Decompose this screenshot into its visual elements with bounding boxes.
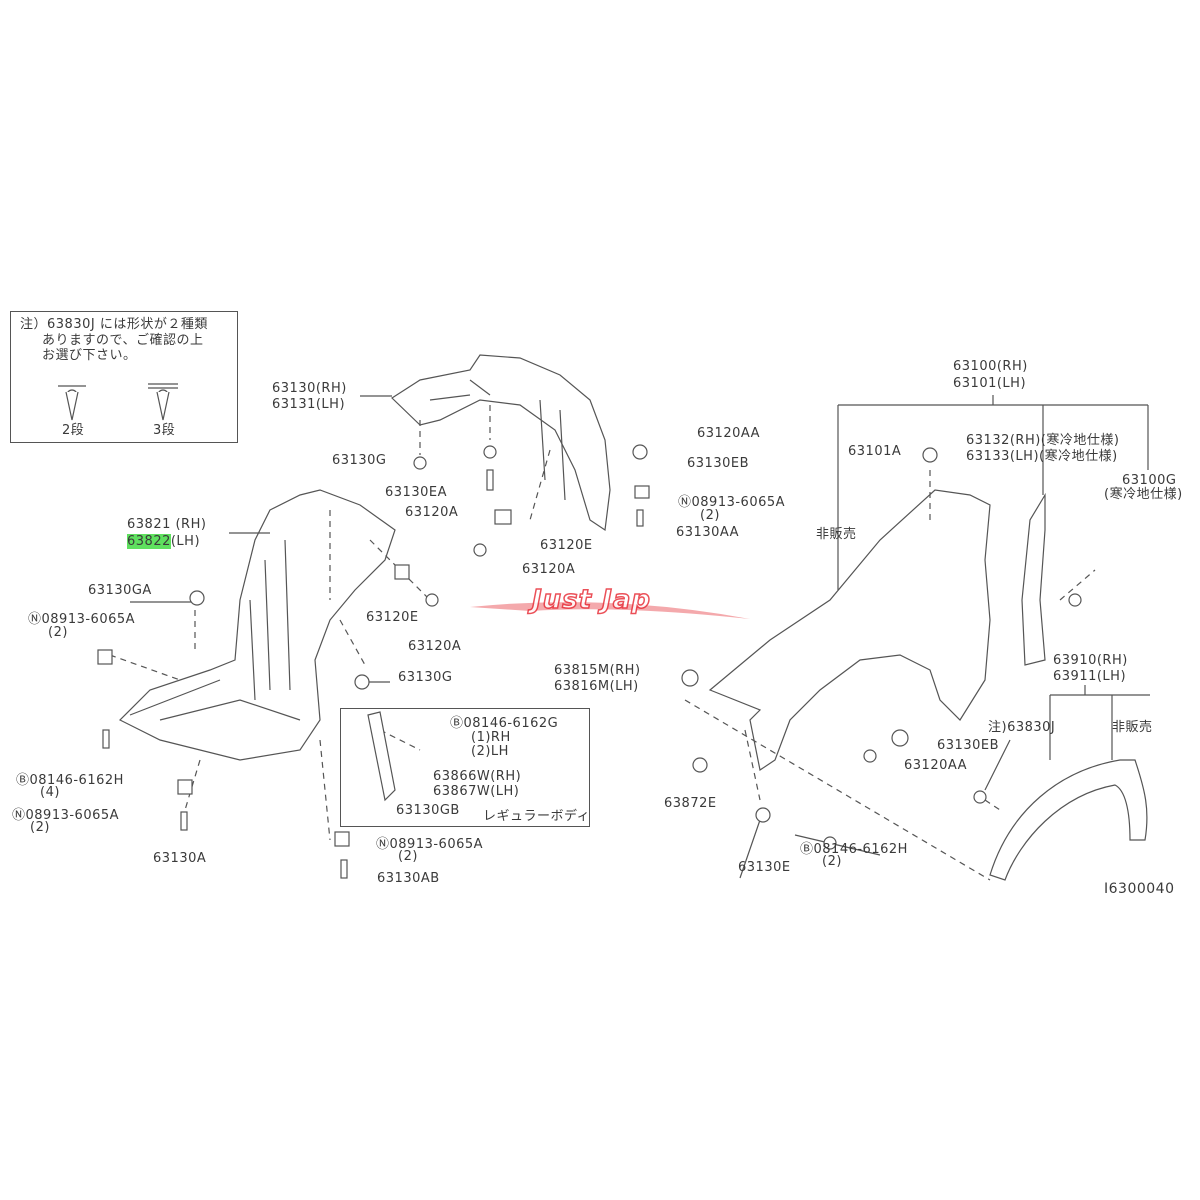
part-label: 63133(LH)(寒冷地仕様)	[966, 449, 1118, 464]
part-label: 63130GA	[88, 583, 152, 598]
clip-2-stage-label: 2段	[62, 423, 85, 438]
part-label: 63866W(RH)	[433, 769, 522, 784]
part-label: 63120AA	[904, 758, 968, 773]
part-label: 63120A	[408, 639, 462, 654]
part-label: 63100(RH)	[953, 359, 1028, 374]
part-label: 63131(LH)	[272, 397, 346, 412]
part-label: 注)63830J	[988, 720, 1056, 735]
part-label: 63130AA	[676, 525, 740, 540]
part-label: 63130A	[153, 851, 207, 866]
part-label: Ⓝ08913-6065A	[12, 808, 120, 823]
part-label: 63815M(RH)	[554, 663, 641, 678]
highlighted-part-number: 63822	[127, 534, 171, 549]
part-label: 63101A	[848, 444, 902, 459]
part-label: 63132(RH)(寒冷地仕様)	[966, 433, 1120, 448]
rear-liner-part	[391, 354, 611, 532]
seal-part	[1021, 492, 1046, 666]
part-qty: (2)	[48, 625, 68, 640]
part-label: 63130AB	[377, 871, 440, 886]
part-label: 63120E	[366, 610, 419, 625]
leader-lines	[130, 395, 1150, 879]
part-label: Ⓝ08913-6065A	[678, 495, 786, 510]
part-label: 63120E	[540, 538, 593, 553]
note-line-3: お選び下さい。	[42, 348, 137, 363]
not-for-sale-label: 非販売	[816, 527, 857, 542]
diagram-id: I6300040	[1104, 881, 1175, 897]
part-label: 63911(LH)	[1053, 669, 1127, 684]
part-label: 63867W(LH)	[433, 784, 520, 799]
part-label: 63100G	[1122, 473, 1177, 488]
front-liner-detail	[129, 539, 301, 721]
part-label: 63872E	[664, 796, 717, 811]
part-qty: (2)	[822, 854, 842, 869]
part-label: 63120AA	[697, 426, 761, 441]
part-label-highlighted: 63822(LH)	[127, 534, 201, 549]
part-qty: (2)	[398, 849, 418, 864]
not-for-sale-label: 非販売	[1112, 720, 1153, 735]
part-qty: (4)	[40, 785, 60, 800]
part-label: 63130GB	[396, 803, 460, 818]
assembly-lines	[109, 405, 1096, 881]
regular-body-box	[340, 708, 590, 827]
note-line-2: ありますので、ご確認の上	[42, 333, 204, 348]
logo-text: Just Jap	[531, 584, 651, 616]
part-label: Ⓑ08146-6162G	[450, 716, 559, 731]
regular-body-label: レギュラーボディ	[483, 809, 591, 824]
part-qty: (2)	[700, 508, 720, 523]
fender-part	[708, 489, 991, 771]
part-label: 63130(RH)	[272, 381, 347, 396]
note-line-1: 注）63830J には形状が２種類	[20, 317, 208, 332]
bracket-part	[367, 711, 396, 802]
part-label: 63101(LH)	[953, 376, 1027, 391]
part-label: 63130EB	[687, 456, 749, 471]
part-label: 63130G	[332, 453, 387, 468]
part-label: 63130EA	[385, 485, 447, 500]
part-qty: (2)	[30, 820, 50, 835]
part-label: Ⓑ08146-6162H	[16, 773, 124, 788]
front-liner-part	[118, 489, 396, 761]
part-label: Ⓑ08146-6162H	[800, 842, 908, 857]
fastener-icons	[58, 383, 1082, 879]
part-label: (寒冷地仕様)	[1104, 487, 1183, 502]
part-label: Ⓝ08913-6065A	[28, 612, 136, 627]
part-label: 63120A	[405, 505, 459, 520]
part-label: 63910(RH)	[1053, 653, 1128, 668]
part-label: 63130E	[738, 860, 791, 875]
rear-liner-detail	[429, 379, 566, 501]
part-label: 63816M(LH)	[554, 679, 639, 694]
part-label: 63821 (RH)	[127, 517, 207, 532]
just-jap-logo: Just Jap	[470, 584, 755, 625]
part-label: Ⓝ08913-6065A	[376, 837, 484, 852]
part-qty: (1)RH	[471, 730, 511, 745]
logo-swoosh	[470, 602, 750, 619]
clip-3-stage-label: 3段	[153, 423, 176, 438]
part-label: 63130EB	[937, 738, 999, 753]
part-label: 63130G	[398, 670, 453, 685]
part-side: (LH)	[170, 534, 201, 549]
part-label: 63120A	[522, 562, 576, 577]
wheel-arch-molding	[989, 759, 1148, 881]
note-box	[10, 311, 238, 443]
part-qty: (2)LH	[471, 744, 509, 759]
